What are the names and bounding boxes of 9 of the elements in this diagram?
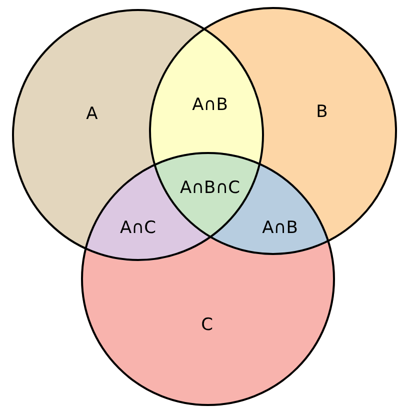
intersection-label: A∩B	[262, 218, 298, 238]
set-label: A	[86, 104, 98, 124]
intersection-label: A∩B	[192, 95, 228, 115]
set-label: C	[201, 315, 213, 335]
set-label: B	[316, 102, 328, 122]
set-circle	[81, 152, 335, 406]
intersection-label: A∩B∩C	[180, 178, 240, 198]
set-circle	[12, 9, 264, 261]
intersection-label: A∩C	[120, 218, 156, 238]
